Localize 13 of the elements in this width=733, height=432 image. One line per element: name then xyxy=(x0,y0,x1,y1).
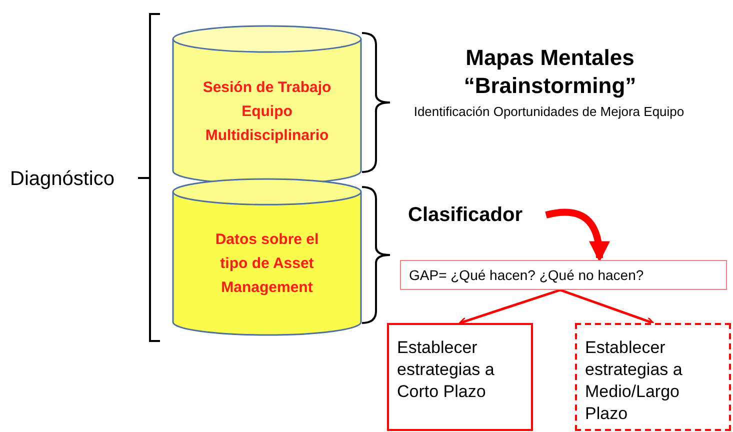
strategy-box: Establecer estrategias a Medio/Largo Plazo xyxy=(575,323,731,431)
title-text: “Brainstorming” xyxy=(464,72,636,100)
text-box: GAP= ¿Qué hacen? ¿Qué no hacen? xyxy=(400,260,727,290)
title-text: Mapas Mentales xyxy=(466,44,634,72)
cylinder-label: Sesión de Trabajo Equipo Multidisciplinario xyxy=(202,78,332,146)
diagnosis-label: Diagnóstico xyxy=(10,167,115,192)
arrow xyxy=(458,288,561,326)
subtitle-text: Identificación Oportunidades de Mejora Equipo xyxy=(412,104,686,120)
cylinder-label: Datos sobre el tipo de Asset Management xyxy=(214,230,320,298)
arrow xyxy=(545,208,610,262)
arrow xyxy=(560,288,654,325)
heading-text: Clasificador xyxy=(408,203,522,228)
strategy-box: Establecer estrategias a Corto Plazo xyxy=(387,323,533,431)
